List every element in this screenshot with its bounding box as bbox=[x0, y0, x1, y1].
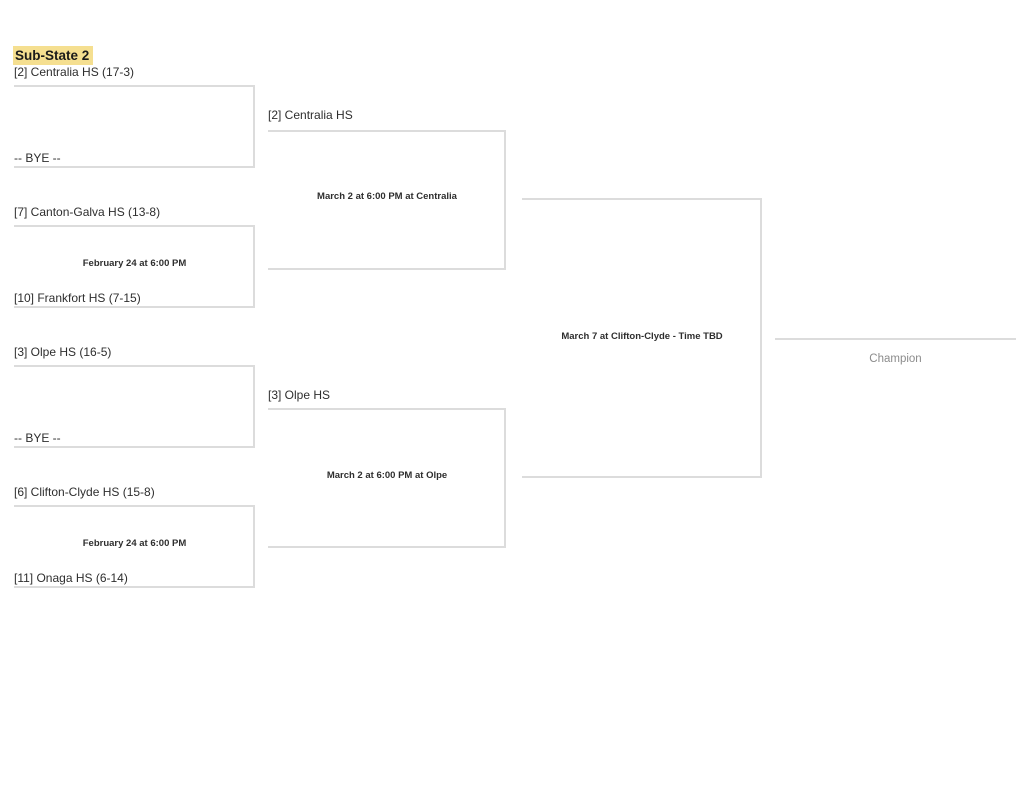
final-match-box bbox=[522, 198, 762, 478]
champion-line bbox=[775, 338, 1016, 340]
round1-match4-box bbox=[14, 505, 255, 588]
round1-match3-top-team: [3] Olpe HS (16-5) bbox=[14, 345, 112, 359]
round1-match2-game-info: February 24 at 6:00 PM bbox=[82, 258, 187, 269]
round1-match4-top-team: [6] Clifton-Clyde HS (15-8) bbox=[14, 485, 155, 499]
bracket-title: Sub-State 2 bbox=[13, 46, 94, 65]
round1-match2-bottom-team: [10] Frankfort HS (7-15) bbox=[14, 291, 141, 305]
round1-match1-box bbox=[14, 85, 255, 168]
round1-match3-bottom-team: -- BYE -- bbox=[14, 431, 61, 445]
round1-match1-bottom-team: -- BYE -- bbox=[14, 151, 61, 165]
round2-match1-top-team: [2] Centralia HS bbox=[268, 108, 353, 122]
round2-match2-game-info: March 2 at 6:00 PM at Olpe bbox=[326, 470, 448, 481]
round1-match4-bottom-team: [11] Onaga HS (6-14) bbox=[14, 571, 128, 585]
round1-match1-top-team: [2] Centralia HS (17-3) bbox=[14, 65, 135, 79]
round2-match1-box bbox=[268, 130, 506, 270]
round1-match2-top-team: [7] Canton-Galva HS (13-8) bbox=[14, 205, 161, 219]
round2-match2-box bbox=[268, 408, 506, 548]
round1-match2-box bbox=[14, 225, 255, 308]
champion-label: Champion bbox=[869, 353, 922, 365]
round1-match4-game-info: February 24 at 6:00 PM bbox=[82, 538, 187, 549]
round1-match3-box bbox=[14, 365, 255, 448]
final-game-info: March 7 at Clifton-Clyde - Time TBD bbox=[561, 331, 723, 342]
round2-match2-top-team: [3] Olpe HS bbox=[268, 388, 331, 402]
round2-match1-game-info: March 2 at 6:00 PM at Centralia bbox=[317, 191, 457, 202]
